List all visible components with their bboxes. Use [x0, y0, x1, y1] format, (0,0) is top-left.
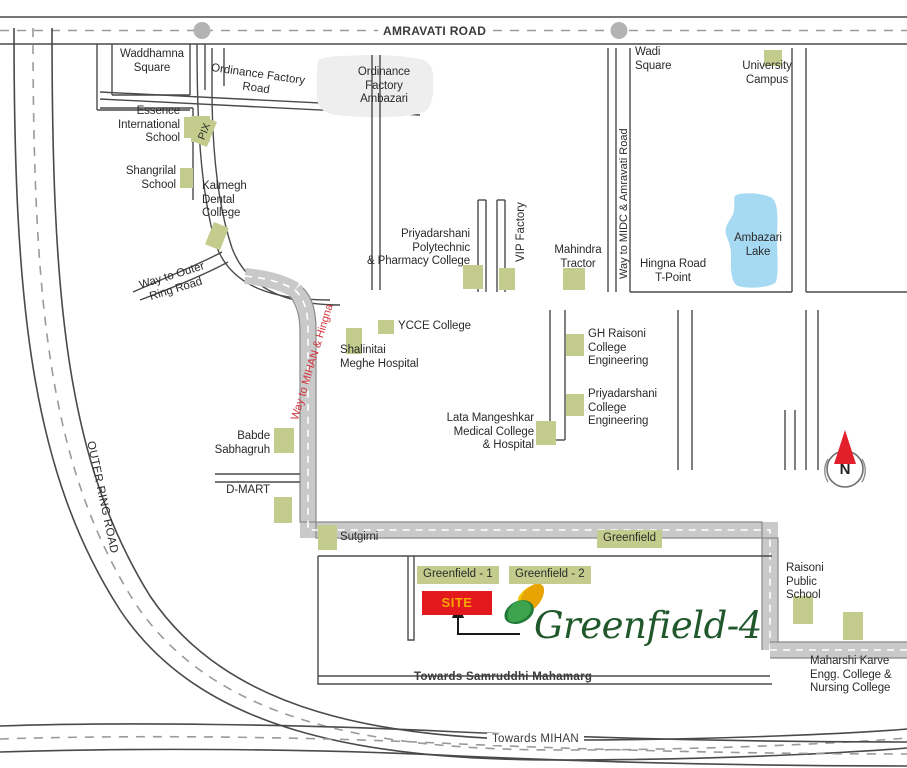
hingna-road-t-point-label: Hingna Road T-Point [639, 258, 707, 284]
building-blocks [180, 50, 863, 640]
d-mart-label: D-MART [226, 484, 270, 496]
highway-east-strip [770, 641, 907, 659]
ordinance-factory-ambazari-label: Ordinance Factory Ambazari [357, 66, 411, 106]
waddhamna-square-label: Waddhamna Square [120, 48, 184, 74]
main-highway-shape [286, 284, 779, 650]
compass-rose-shape [824, 430, 866, 488]
vip-factory-label: VIP Factory [515, 202, 527, 262]
university-campus-label: University Campus [742, 60, 792, 86]
gh-raisoni-college-engineering-label: GH Raisoni College Engineering [588, 328, 649, 368]
lata-mangeshkar-medical-college-label: Lata Mangeshkar Medical College & Hospit… [446, 412, 534, 452]
priyadarshani-polytechnic-pharmacy-label: Priyadarshani Polytechnic & Pharmacy Col… [366, 228, 470, 268]
essence-international-school-label: Essence International School [118, 105, 180, 145]
kalmegh-dental-college-label: Kalmegh Dental College [202, 180, 247, 220]
towards-samruddhi-label: Towards Samruddhi Mahamarg [414, 671, 593, 683]
compass-north-label: N [839, 461, 851, 478]
greenfield-1-tag: Greenfield - 1 [417, 566, 499, 584]
greenfield-plot-boundary [317, 555, 772, 685]
sutgirni-label: Sutgirni [340, 531, 379, 543]
amravati-road-label: AMRAVATI ROAD [378, 24, 492, 38]
babde-sabhagruh-label: Babde Sabhagruh [214, 430, 270, 456]
southeast-roads [784, 410, 796, 470]
towards-mihan-label: Towards MIHAN [487, 733, 584, 745]
greenfield-2-tag: Greenfield - 2 [509, 566, 591, 584]
outer-ring-road-shape [13, 27, 907, 761]
highway-northwest-link [244, 268, 300, 297]
west-local-roads [215, 473, 300, 483]
greenfield-4-wordmark: Greenfield-4 [534, 604, 762, 647]
raisoni-public-school-label: Raisoni Public School [786, 562, 824, 602]
priyadarshani-college-engineering-label: Priyadarshani College Engineering [588, 388, 658, 428]
site-marker: SITE [422, 591, 492, 615]
wadi-square-label: Wadi Square [635, 46, 672, 72]
amravati-road-shape [0, 16, 907, 45]
greenfield-tag: Greenfield [597, 530, 663, 548]
shangrilal-school-label: Shangrilal School [125, 165, 176, 191]
ambazari-lake-label: Ambazari Lake [734, 232, 782, 258]
mahindra-tractor-label: Mahindra Tractor [554, 244, 602, 270]
middle-block-roads [549, 310, 819, 470]
ordinance-factory-ambazari-shape [316, 54, 434, 118]
ycce-college-label: YCCE College [398, 320, 471, 332]
way-to-midc-amravati-road-label: Way to MIDC & Amravati Road [618, 128, 630, 279]
maharshi-karve-college-label: Maharshi Karve Engg. College & Nursing C… [810, 655, 892, 695]
towards-mihan-road-shape [0, 723, 907, 767]
greenfield-leaf-icon [504, 583, 545, 624]
ambazari-lake-shape [725, 193, 778, 288]
shalinitai-meghe-hospital-label: Shalinitai Meghe Hospital [340, 344, 419, 370]
